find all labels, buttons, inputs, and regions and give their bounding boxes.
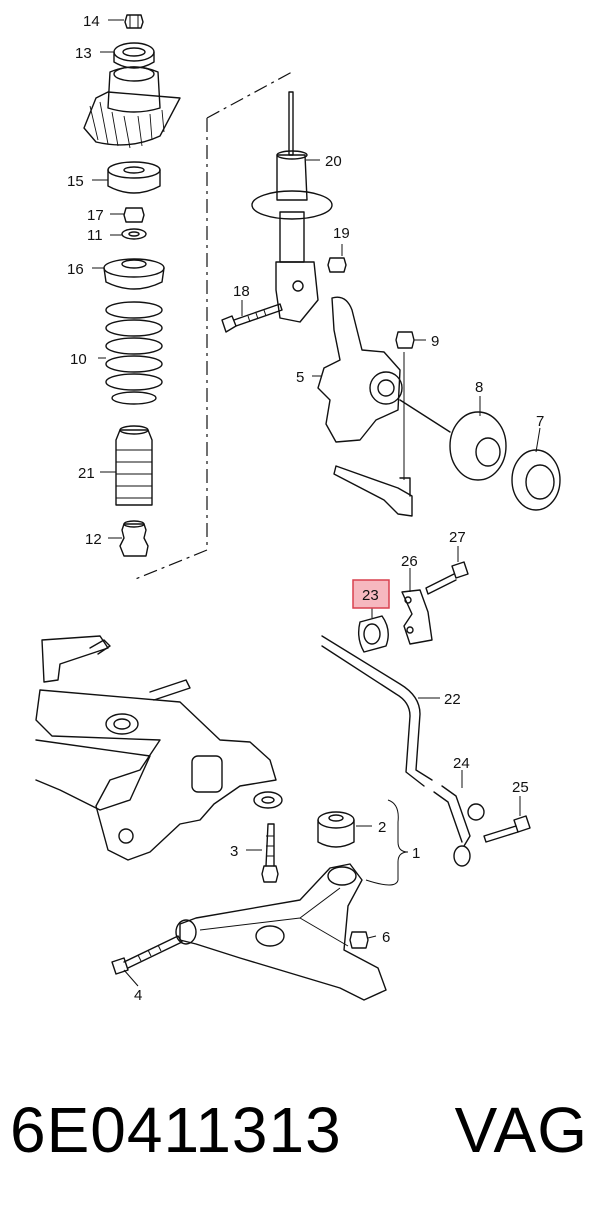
bolt-4 <box>111 935 183 975</box>
callout-25: 25 <box>512 779 529 796</box>
callout-22: 22 <box>444 691 461 708</box>
callout-26: 26 <box>401 553 418 570</box>
callout-19: 19 <box>333 225 350 242</box>
steering-knuckle <box>317 296 403 443</box>
callout-6: 6 <box>382 929 390 946</box>
callout-21: 21 <box>78 465 95 482</box>
callout-16: 16 <box>67 261 84 278</box>
callout-27: 27 <box>449 529 466 546</box>
bearing-cap <box>113 42 155 69</box>
callout-15: 15 <box>67 173 84 190</box>
upper-spring-seat <box>103 258 165 290</box>
strut-mount <box>83 66 181 149</box>
dust-boot <box>115 425 153 506</box>
bolt-25 <box>483 815 531 843</box>
highlight-box <box>352 579 390 609</box>
stabilizer-bar <box>321 635 433 787</box>
part-number: 6E0411313 <box>10 1094 342 1166</box>
spring-bearing <box>107 161 161 194</box>
callout-17: 17 <box>87 207 104 224</box>
tie-rod-end <box>333 465 413 517</box>
bolt-3 <box>261 823 279 883</box>
bump-stop <box>119 520 149 557</box>
leader-lines <box>92 19 541 987</box>
callout-labels: 14 13 15 17 11 16 10 21 12 20 19 18 9 5 … <box>67 13 544 1004</box>
callout-7: 7 <box>536 413 544 430</box>
callout-13: 13 <box>75 45 92 62</box>
callout-12: 12 <box>85 531 102 548</box>
callout-20: 20 <box>325 153 342 170</box>
stabilizer-clamp <box>401 589 433 645</box>
callout-9: 9 <box>431 333 439 350</box>
callout-4: 4 <box>134 987 142 1004</box>
stabilizer-bush <box>357 615 389 653</box>
wheel-bearing <box>511 449 561 511</box>
footer: 6E0411313 VAG <box>0 1080 600 1180</box>
subframe-mount <box>317 811 355 848</box>
callout-10: 10 <box>70 351 87 368</box>
shock-absorber <box>251 91 333 323</box>
subframe <box>35 635 283 861</box>
top-nut <box>124 14 144 29</box>
nut-9 <box>395 331 415 349</box>
callout-24: 24 <box>453 755 470 772</box>
nut-6 <box>349 931 369 949</box>
coil-spring <box>105 301 163 405</box>
washer-11 <box>121 228 147 240</box>
brand-name: VAG <box>454 1094 588 1166</box>
strut-group-frame <box>132 71 293 581</box>
bolt-27 <box>425 561 469 595</box>
callout-18: 18 <box>233 283 250 300</box>
nut-17 <box>123 207 145 223</box>
callout-8: 8 <box>475 379 483 396</box>
nut-19 <box>327 257 347 273</box>
callout-11: 11 <box>87 227 103 244</box>
coupling-rod <box>433 785 485 867</box>
control-arm <box>175 863 387 1001</box>
callout-2: 2 <box>378 819 386 836</box>
bolt-18 <box>221 303 283 333</box>
callout-3: 3 <box>230 843 238 860</box>
callout-14: 14 <box>83 13 100 30</box>
callout-5: 5 <box>296 369 304 386</box>
callout-1: 1 <box>412 845 420 862</box>
callout-23: 23 <box>362 587 379 604</box>
parts-diagram: 14 13 15 17 11 16 10 21 12 20 19 18 9 5 … <box>35 13 561 1004</box>
wheel-hub <box>399 399 507 481</box>
